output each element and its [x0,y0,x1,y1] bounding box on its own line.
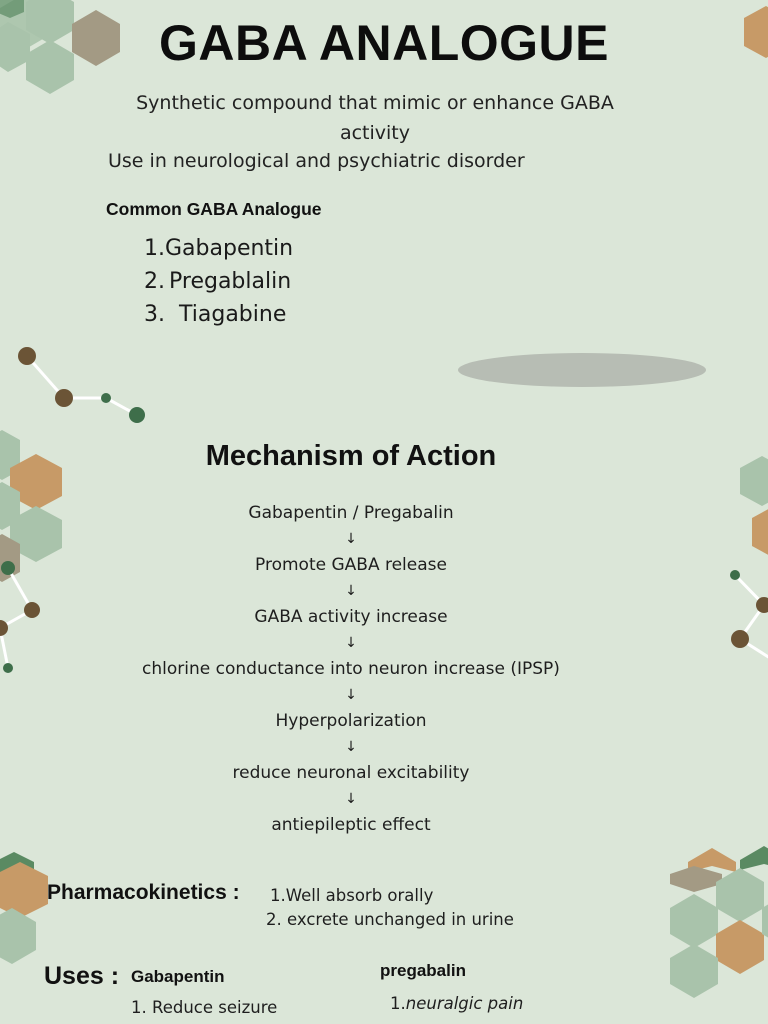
down-arrow-icon: ↓ [345,791,357,807]
definition-text: Synthetic compound that mimic or enhance… [136,92,614,144]
mechanism-flowchart: Gabapentin / Pregabalin ↓ Promote GABA r… [0,500,702,838]
flow-step: GABA activity increase [254,607,448,627]
list-item: 3. Tiagabine [144,298,293,331]
drug-name: Pregablalin [169,269,292,294]
list-number: 1. [390,994,406,1013]
common-analogue-heading: Common GABA Analogue [106,199,322,219]
flow-step: Hyperpolarization [275,711,427,731]
list-number: 2. [144,269,165,294]
use-text: neuralgic pain [405,994,524,1013]
flow-step: chlorine conductance into neuron increas… [142,659,560,679]
list-item: 1.Gabapentin [144,232,293,265]
gabapentin-uses-heading: Gabapentin [131,967,225,986]
upper-molecule [18,347,145,423]
flow-step: antiepileptic effect [271,815,431,835]
flow-step: Gabapentin / Pregabalin [248,503,454,523]
pharmacokinetics-heading: Pharmacokinetics : [47,881,240,904]
down-arrow-icon: ↓ [345,739,357,755]
drug-name: Gabapentin [165,236,294,261]
down-arrow-icon: ↓ [345,687,357,703]
page-title: GABA ANALOGUE [158,15,609,71]
mechanism-heading: Mechanism of Action [205,440,497,472]
pharmacokinetics-list: 1.Well absorb orally 2. excrete unchange… [266,884,514,932]
list-item: 2. excrete unchanged in urine [266,910,514,929]
list-number: 3. [144,302,165,327]
list-item: 1.neuralgic pain [390,992,523,1016]
uses-heading: Uses : [44,962,120,990]
usage-text: Use in neurological and psychiatric diso… [108,150,525,172]
right-hexagon-cluster [740,456,768,555]
common-analogue-list: 1.Gabapentin 2.Pregablalin 3. Tiagabine [144,232,293,331]
grey-ellipse [458,353,706,387]
list-item: 1.Well absorb orally [270,886,434,905]
pregabalin-uses-heading: pregabalin [380,961,466,980]
bottom-left-hexagon-cluster [0,852,48,964]
flow-step: reduce neuronal excitability [232,763,470,783]
list-item: 1. Reduce seizure [131,998,278,1017]
pregabalin-uses-list: 1.neuralgic pain [390,992,523,1016]
down-arrow-icon: ↓ [345,583,357,599]
right-molecule [730,570,768,659]
list-number: 1. [144,236,165,261]
drug-name: Tiagabine [179,302,287,327]
list-item: 2.Pregablalin [144,265,293,298]
down-arrow-icon: ↓ [345,531,357,547]
gabapentin-uses-list: 1. Reduce seizure [131,996,277,1020]
bottom-right-hexagon-cluster [670,846,768,998]
down-arrow-icon: ↓ [345,635,357,651]
flow-step: Promote GABA release [255,555,447,575]
